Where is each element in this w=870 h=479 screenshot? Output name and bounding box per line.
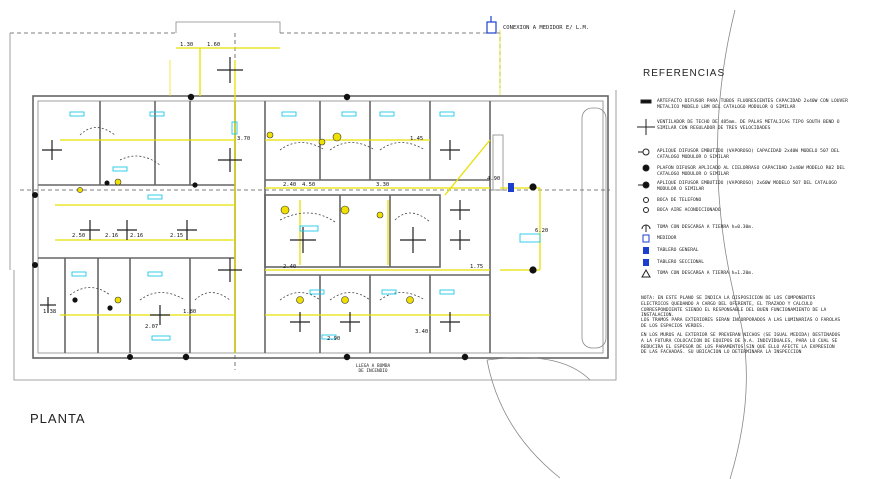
connection-label: CONEXION A MEDIDOR E/ L.M. xyxy=(503,25,590,31)
dimension-label: 2.40 xyxy=(283,264,296,270)
dimension-label: 2.07 xyxy=(145,324,158,330)
ramp xyxy=(581,107,607,349)
dimension-label: 4.50 xyxy=(302,182,315,188)
reference-item: TOMA CON DESCARGA A TIERRA h=1.20m. xyxy=(657,271,754,276)
boundary-curve xyxy=(717,9,747,479)
reference-item: TABLERO SECCIONAL xyxy=(657,260,705,265)
dimension-label: 2.40 xyxy=(283,182,296,188)
dimension-label: 1.75 xyxy=(470,264,483,270)
reference-item: APLIQUE DIFUSOR EMBUTIDO (VAPOROSO) 2x60… xyxy=(657,181,837,192)
dimension-label: 3.30 xyxy=(376,182,389,188)
dimension-label: 2.16 xyxy=(130,233,143,239)
plan-title: PLANTA xyxy=(30,411,86,426)
dimension-label: 2.50 xyxy=(72,233,85,239)
reference-item: BOCA AIRE ACONDICIONADO xyxy=(657,208,721,213)
reference-item: MEDIDOR xyxy=(657,236,677,241)
dimension-label: 6.20 xyxy=(535,228,548,234)
legend-symbols xyxy=(637,99,655,278)
gate-arc xyxy=(486,357,591,381)
room-labels xyxy=(69,111,541,341)
reference-item: APLIQUE DIFUSOR EMBUTIDO (VAPOROSO) CAPA… xyxy=(657,149,840,160)
gate-arc xyxy=(486,359,561,479)
surface-plafon-icon xyxy=(77,131,414,304)
building-outline xyxy=(32,95,609,359)
dimension-label: 1.60 xyxy=(207,42,220,48)
note-paragraph: LOS TRAMOS PARA EXTERIORES SERAN INCORPO… xyxy=(641,318,841,329)
entrance-block xyxy=(175,21,281,33)
dimension-label: 4.90 xyxy=(487,176,500,182)
references-title: REFERENCIAS xyxy=(643,68,726,79)
note-paragraph: NOTA: EN ESTE PLANO SE INDICA LA DISPOSI… xyxy=(641,296,827,319)
reference-item: TABLERO GENERAL xyxy=(657,248,699,253)
dimension-label: 1.30 xyxy=(180,42,193,48)
dimension-label: 1.38 xyxy=(43,309,56,315)
dimension-labels: 1.30 1.60 3.70 2.16 2.15 2.50 2.16 2.40 4.50 4.90… xyxy=(43,42,548,342)
dimension-label: 1.80 xyxy=(183,309,196,315)
dimension-label: 3.70 xyxy=(237,136,250,142)
meter-icon xyxy=(486,16,497,34)
dimension-label: 1.45 xyxy=(410,136,423,142)
entrance-door xyxy=(492,134,504,191)
dimension-label: 2.90 xyxy=(327,336,340,342)
reference-item: ARTEFACTO DIFUSOR PARA TUBOS FLUORESCENT… xyxy=(657,99,848,110)
dimension-label: 3.40 xyxy=(415,329,428,335)
pump-connection-label: LLEGA A BOMBA DE INCENDIO xyxy=(355,364,391,374)
note-paragraph: EN LOS MUROS AL EXTERIOR SE PREVERAN NIC… xyxy=(641,333,841,356)
ceiling-fan-icon xyxy=(40,57,470,332)
reference-item: BOCA DE TELEFONO xyxy=(657,198,702,203)
wiring-runs xyxy=(55,30,541,353)
site-boundary-right xyxy=(280,32,501,88)
core-block xyxy=(264,194,441,268)
reference-item: TOMA CON DESCARGA A TIERRA h=0.30m. xyxy=(657,225,754,230)
sub-board-icon xyxy=(508,183,514,192)
circuit-arcs xyxy=(69,127,431,301)
reference-item: PLAFON DIFUSOR APLICADO AL CIELORRASO CA… xyxy=(657,166,846,177)
site-outline xyxy=(13,90,617,381)
reference-item: VENTILADOR DE TECHO DE 485mm. DE PALAS M… xyxy=(657,120,840,131)
wall-applique-dark-icon xyxy=(32,93,537,361)
dimension-label: 2.16 xyxy=(105,233,118,239)
dimension-label: 2.15 xyxy=(170,233,183,239)
